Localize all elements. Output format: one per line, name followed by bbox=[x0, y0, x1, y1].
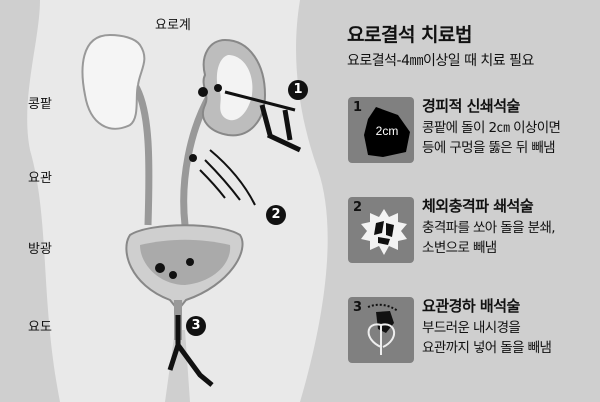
urinary-system-label: 요로계 bbox=[155, 18, 191, 33]
marker-2: 2 bbox=[266, 205, 286, 225]
panel-title: 요로결석 치료법 bbox=[347, 24, 472, 46]
left-kidney bbox=[81, 33, 146, 130]
urethra-label: 요도 bbox=[28, 320, 52, 335]
step-number: 3 bbox=[353, 300, 363, 315]
kidney-label: 콩팥 bbox=[28, 97, 52, 112]
ureter-label: 요관 bbox=[28, 171, 52, 186]
marker-1: 1 bbox=[288, 80, 308, 100]
step-2: 2 체외충격파 쇄석술 충격파를 쏘아 돌을 분쇄,소변으로 빼냄 bbox=[348, 197, 598, 267]
step-name: 요관경하 배석술 bbox=[422, 297, 520, 315]
basket-retrieval-icon bbox=[348, 297, 414, 363]
step-name: 경피적 신쇄석술 bbox=[422, 97, 520, 115]
left-ureter bbox=[131, 83, 153, 226]
step-desc: 충격파를 쏘아 돌을 분쇄,소변으로 빼냄 bbox=[422, 220, 556, 256]
stone-size-label: 2cm bbox=[376, 124, 399, 138]
shattered-stone-icon bbox=[348, 197, 414, 263]
step-name: 체외충격파 쇄석술 bbox=[422, 197, 534, 215]
panel-subtitle: 요로결석-4㎜이상일 때 치료 필요 bbox=[347, 53, 534, 69]
marker-3: 3 bbox=[186, 316, 206, 336]
step-number: 2 bbox=[353, 200, 363, 215]
kidney-stone-icon: 2cm bbox=[348, 97, 414, 163]
bladder-label: 방광 bbox=[28, 242, 52, 257]
step-number: 1 bbox=[353, 100, 363, 115]
